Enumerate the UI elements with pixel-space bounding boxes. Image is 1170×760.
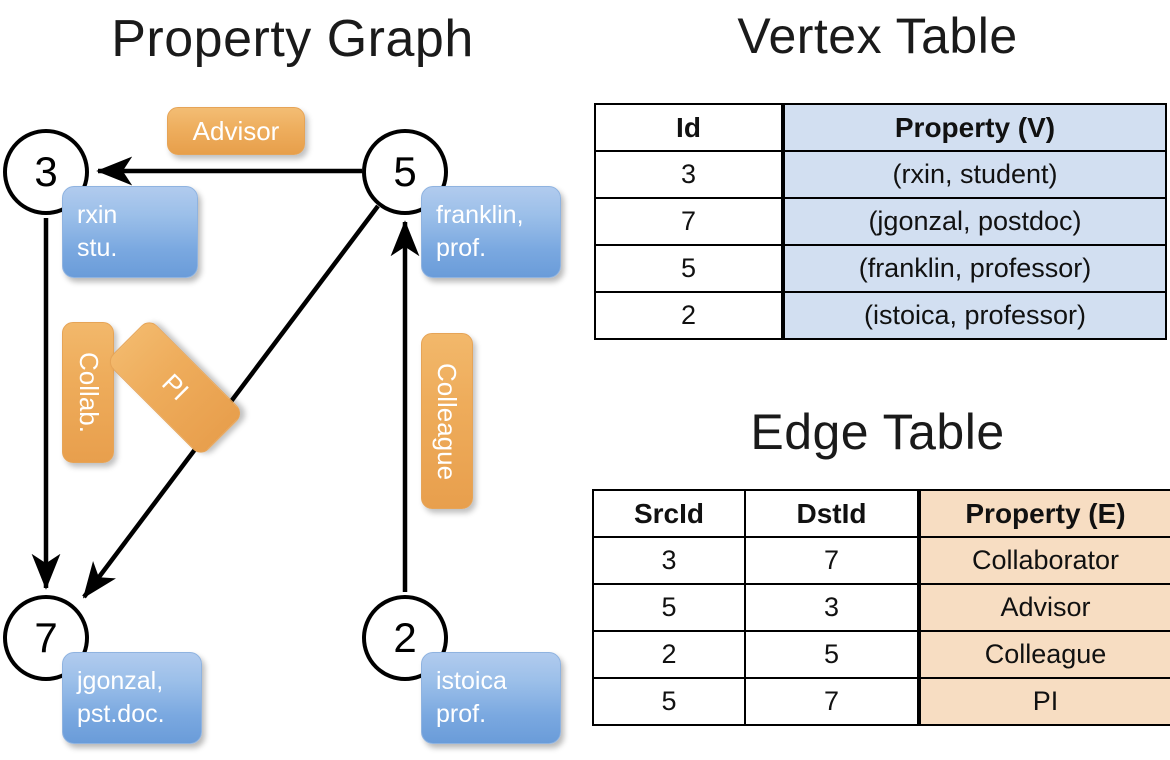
edge-label-colleague[interactable]: Colleague bbox=[421, 333, 473, 509]
edge-cell-srcid: 3 bbox=[592, 536, 746, 585]
table-row[interactable]: 5 3 Advisor bbox=[592, 583, 1170, 632]
edge-cell-dstid: 7 bbox=[744, 536, 920, 585]
vertex-cell-id: 7 bbox=[594, 197, 784, 246]
table-row[interactable]: 3 7 Collaborator bbox=[592, 536, 1170, 585]
vertex-property-box-5[interactable]: franklin, prof. bbox=[421, 186, 561, 278]
edge-table-header-dstid: DstId bbox=[744, 489, 920, 538]
table-row[interactable]: 3 (rxin, student) bbox=[594, 150, 1167, 199]
graph-node-2-label: 2 bbox=[393, 614, 417, 661]
vertex-cell-id: 3 bbox=[594, 150, 784, 199]
vertex-property-line-1: franklin, bbox=[436, 201, 524, 229]
table-header-row: SrcId DstId Property (E) bbox=[592, 489, 1170, 538]
graph-node-5[interactable]: 5 bbox=[362, 129, 448, 215]
table-header-row: Id Property (V) bbox=[594, 103, 1167, 152]
graph-node-5-label: 5 bbox=[393, 148, 417, 195]
edge-label-collab-text: Collab. bbox=[73, 352, 104, 433]
edge-cell-property: PI bbox=[917, 677, 1170, 726]
table-row[interactable]: 5 7 PI bbox=[592, 677, 1170, 726]
vertex-property-line-2: stu. bbox=[77, 234, 118, 262]
vertex-property-box-3[interactable]: rxin stu. bbox=[62, 186, 198, 278]
table-row[interactable]: 5 (franklin, professor) bbox=[594, 244, 1167, 293]
edge-label-advisor[interactable]: Advisor bbox=[167, 107, 305, 155]
graph-node-7-label: 7 bbox=[34, 614, 58, 661]
section-title-vertex-table: Vertex Table bbox=[737, 8, 1018, 64]
vertex-property-line-2: prof. bbox=[436, 700, 487, 728]
vertex-property-box-2[interactable]: istoica prof. bbox=[421, 652, 561, 744]
vertex-table-header-id: Id bbox=[594, 103, 784, 152]
edge-label-advisor-text: Advisor bbox=[192, 115, 280, 146]
edge-cell-srcid: 5 bbox=[592, 677, 746, 726]
vertex-table-header-property: Property (V) bbox=[781, 103, 1167, 152]
vertex-property-line-2: pst.doc. bbox=[77, 700, 165, 728]
vertex-cell-id: 5 bbox=[594, 244, 784, 293]
table-row[interactable]: 2 (istoica, professor) bbox=[594, 291, 1167, 340]
vertex-cell-id: 2 bbox=[594, 291, 784, 340]
vertex-property-line-1: jgonzal, bbox=[77, 667, 164, 695]
edge-table-header-srcid: SrcId bbox=[592, 489, 746, 538]
edge-cell-dstid: 3 bbox=[744, 583, 920, 632]
edge-cell-property: Advisor bbox=[917, 583, 1170, 632]
property-graph-diagram: 3 5 7 2 rxin stu. franklin, prof. jgonza… bbox=[3, 107, 561, 744]
vertex-property-line-1: istoica bbox=[436, 667, 507, 695]
vertex-cell-property: (franklin, professor) bbox=[781, 244, 1167, 293]
vertex-property-line-2: prof. bbox=[436, 234, 487, 262]
page-title-property-graph: Property Graph bbox=[111, 10, 474, 68]
edge-cell-dstid: 7 bbox=[744, 677, 920, 726]
edge-label-pi-text: PI bbox=[156, 367, 195, 407]
edge-cell-property: Colleague bbox=[917, 630, 1170, 679]
vertex-property-box-7[interactable]: jgonzal, pst.doc. bbox=[62, 652, 202, 744]
vertex-cell-property: (rxin, student) bbox=[781, 150, 1167, 199]
edge-cell-srcid: 2 bbox=[592, 630, 746, 679]
edge-label-collab[interactable]: Collab. bbox=[62, 322, 114, 463]
graph-node-3-label: 3 bbox=[34, 148, 58, 195]
edge-cell-dstid: 5 bbox=[744, 630, 920, 679]
edge-table: SrcId DstId Property (E) 3 7 Collaborato… bbox=[592, 489, 1170, 726]
vertex-cell-property: (jgonzal, postdoc) bbox=[781, 197, 1167, 246]
vertex-property-line-1: rxin bbox=[77, 201, 118, 229]
table-row[interactable]: 7 (jgonzal, postdoc) bbox=[594, 197, 1167, 246]
graph-node-2[interactable]: 2 bbox=[362, 595, 448, 681]
edge-label-colleague-text: Colleague bbox=[432, 362, 463, 480]
vertex-cell-property: (istoica, professor) bbox=[781, 291, 1167, 340]
table-row[interactable]: 2 5 Colleague bbox=[592, 630, 1170, 679]
edge-cell-property: Collaborator bbox=[917, 536, 1170, 585]
vertex-table: Id Property (V) 3 (rxin, student) 7 (jgo… bbox=[594, 103, 1167, 340]
edge-table-header-property: Property (E) bbox=[917, 489, 1170, 538]
section-title-edge-table: Edge Table bbox=[750, 404, 1005, 460]
edge-cell-srcid: 5 bbox=[592, 583, 746, 632]
